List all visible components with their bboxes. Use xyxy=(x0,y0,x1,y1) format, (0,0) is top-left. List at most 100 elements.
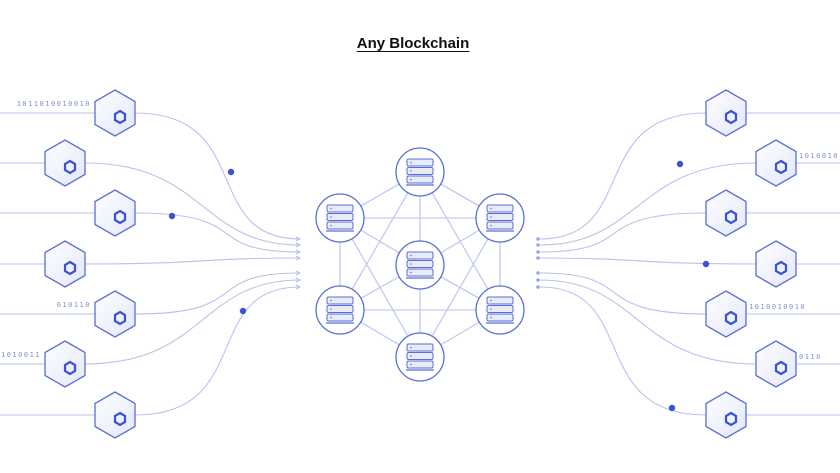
chainlink-logo-icon xyxy=(113,310,127,326)
server-led xyxy=(410,363,412,366)
connector-dot xyxy=(536,243,540,247)
server-rack-icon xyxy=(486,305,514,313)
server-rack-icon xyxy=(326,213,354,221)
server-led xyxy=(410,178,412,181)
data-packet-dot xyxy=(702,260,710,268)
connector-dot xyxy=(536,278,540,282)
chain-hexagon-right xyxy=(705,89,747,137)
arrow-head-icon xyxy=(295,270,302,276)
server-node xyxy=(315,285,365,335)
chainlink-logo-icon xyxy=(113,209,127,225)
binary-data-label: 1011010010010 xyxy=(17,100,91,108)
chainlink-logo-icon xyxy=(774,260,788,276)
server-node xyxy=(395,332,445,382)
chainlink-logo-icon xyxy=(774,360,788,376)
server-led xyxy=(330,216,332,218)
server-led xyxy=(410,271,412,274)
connection-curve xyxy=(134,286,301,416)
server-rack-icon xyxy=(326,204,354,213)
server-node xyxy=(315,193,365,243)
data-packet-dot xyxy=(668,404,676,412)
connector-dot xyxy=(536,285,540,289)
server-led xyxy=(410,346,412,349)
chainlink-logo-icon xyxy=(724,109,738,125)
chainlink-logo-icon xyxy=(63,159,77,175)
binary-data-label: 1010010 xyxy=(799,152,839,160)
server-led xyxy=(490,207,492,210)
connection-curve xyxy=(539,286,707,416)
chainlink-logo-icon xyxy=(724,209,738,225)
server-rack-icon xyxy=(406,175,434,184)
server-rack-icon xyxy=(406,352,434,360)
server-rack-icon xyxy=(486,313,514,322)
connection-curve xyxy=(134,272,301,315)
arrow-head-icon xyxy=(295,277,302,283)
server-led xyxy=(410,254,412,257)
server-led xyxy=(410,161,412,164)
chain-hexagon-right xyxy=(705,391,747,439)
connection-curve xyxy=(134,212,301,253)
arrow-head-icon xyxy=(295,236,302,242)
arrow-head-icon xyxy=(295,249,302,255)
diagram-title: Any Blockchain xyxy=(356,35,470,52)
chain-hexagon-left xyxy=(44,240,86,288)
server-rack-icon xyxy=(406,260,434,268)
connection-curve xyxy=(84,257,301,265)
connection-curve xyxy=(539,112,707,240)
connector-dot xyxy=(536,256,540,260)
server-rack-icon xyxy=(486,296,514,305)
server-led xyxy=(330,316,332,319)
server-led xyxy=(490,216,492,218)
arrow-head-icon xyxy=(295,255,302,261)
chain-hexagon-right xyxy=(755,340,797,388)
chain-hexagon-right xyxy=(705,290,747,338)
chain-hexagon-left xyxy=(44,340,86,388)
chain-hexagon-right xyxy=(755,240,797,288)
chain-hexagon-left xyxy=(44,139,86,187)
server-led xyxy=(330,224,332,227)
server-led xyxy=(490,316,492,319)
data-packet-dot xyxy=(168,212,176,220)
server-rack-icon xyxy=(406,167,434,175)
server-led xyxy=(410,355,412,357)
data-packet-dot xyxy=(676,160,684,168)
connection-curve xyxy=(539,212,707,253)
chain-hexagon-right xyxy=(705,189,747,237)
chain-hexagon-left xyxy=(94,290,136,338)
chainlink-logo-icon xyxy=(113,109,127,125)
server-led xyxy=(490,224,492,227)
connection-curve xyxy=(134,112,301,240)
server-led xyxy=(490,308,492,310)
chainlink-logo-icon xyxy=(724,310,738,326)
server-rack-icon xyxy=(486,204,514,213)
binary-data-label: 11010011 xyxy=(0,351,41,359)
server-rack-icon xyxy=(326,305,354,313)
connection-curve xyxy=(539,279,757,365)
server-node xyxy=(395,240,445,290)
server-rack-icon xyxy=(326,296,354,305)
server-rack-icon xyxy=(406,268,434,277)
server-led xyxy=(490,299,492,302)
server-rack-icon xyxy=(406,343,434,352)
server-led xyxy=(330,299,332,302)
server-rack-icon xyxy=(486,221,514,230)
server-led xyxy=(330,207,332,210)
chainlink-logo-icon xyxy=(113,411,127,427)
connection-curve xyxy=(539,162,757,246)
connection-curve xyxy=(539,272,707,315)
server-rack-icon xyxy=(406,360,434,369)
connector-dot xyxy=(536,237,540,241)
chainlink-logo-icon xyxy=(63,360,77,376)
server-rack-icon xyxy=(486,213,514,221)
chain-hexagon-left xyxy=(94,391,136,439)
chainlink-logo-icon xyxy=(63,260,77,276)
binary-data-label: 0110 xyxy=(799,353,822,361)
connection-curve xyxy=(84,279,301,365)
server-rack-icon xyxy=(406,158,434,167)
connection-curve xyxy=(84,162,301,246)
chain-hexagon-left xyxy=(94,189,136,237)
arrow-head-icon xyxy=(295,242,302,248)
server-led xyxy=(410,170,412,172)
connector-dot xyxy=(536,271,540,275)
